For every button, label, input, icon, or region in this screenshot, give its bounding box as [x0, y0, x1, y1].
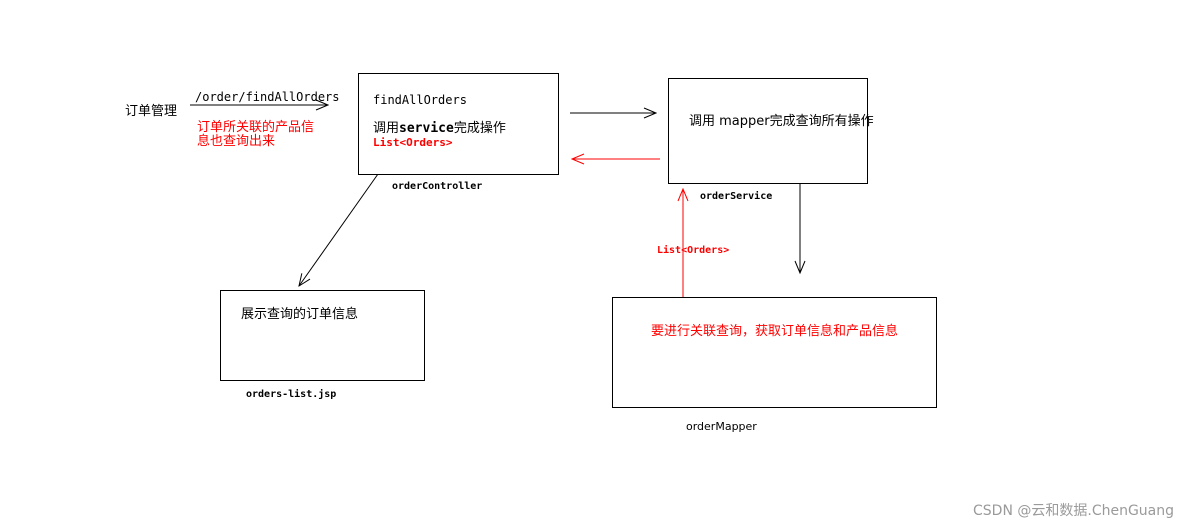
order-service-caption: orderService — [700, 191, 773, 202]
order-controller-box: findAllOrders 调用service完成操作 List<Orders> — [358, 73, 559, 175]
order-management-label: 订单管理 — [125, 104, 178, 119]
controller-call-service-text: 调用service完成操作 — [373, 117, 506, 136]
jsp-description: 展示查询的订单信息 — [241, 307, 359, 322]
order-controller-caption: orderController — [392, 181, 483, 192]
order-service-box: 调用 mapper完成查询所有操作 — [668, 78, 874, 184]
orders-list-jsp-box: 展示查询的订单信息 — [220, 290, 425, 381]
order-mapper-caption: orderMapper — [686, 420, 757, 433]
call-suffix: 完成操作 — [453, 121, 506, 136]
controller-return-type: List<Orders> — [373, 136, 453, 149]
note-line-2: 息也查询出来 — [197, 134, 276, 149]
request-url-label: /order/findAllOrders — [195, 90, 340, 104]
csdn-watermark: CSDN @云和数据.ChenGuang — [973, 503, 1175, 519]
order-mapper-box: 要进行关联查询，获取订单信息和产品信息 — [612, 297, 937, 408]
service-description: 调用 mapper完成查询所有操作 — [689, 114, 874, 129]
call-service-word: service — [399, 121, 454, 136]
controller-method-name: findAllOrders — [373, 93, 467, 107]
arrow-controller-to-jsp — [299, 173, 379, 286]
related-products-note: 订单所关联的产品信 息也查询出来 — [197, 121, 314, 149]
orders-list-jsp-caption: orders-list.jsp — [246, 389, 337, 400]
call-prefix: 调用 — [373, 121, 400, 136]
note-line-1: 订单所关联的产品信 — [197, 120, 315, 135]
mapper-return-type: List<Orders> — [657, 245, 730, 256]
mapper-description: 要进行关联查询，获取订单信息和产品信息 — [651, 324, 899, 339]
